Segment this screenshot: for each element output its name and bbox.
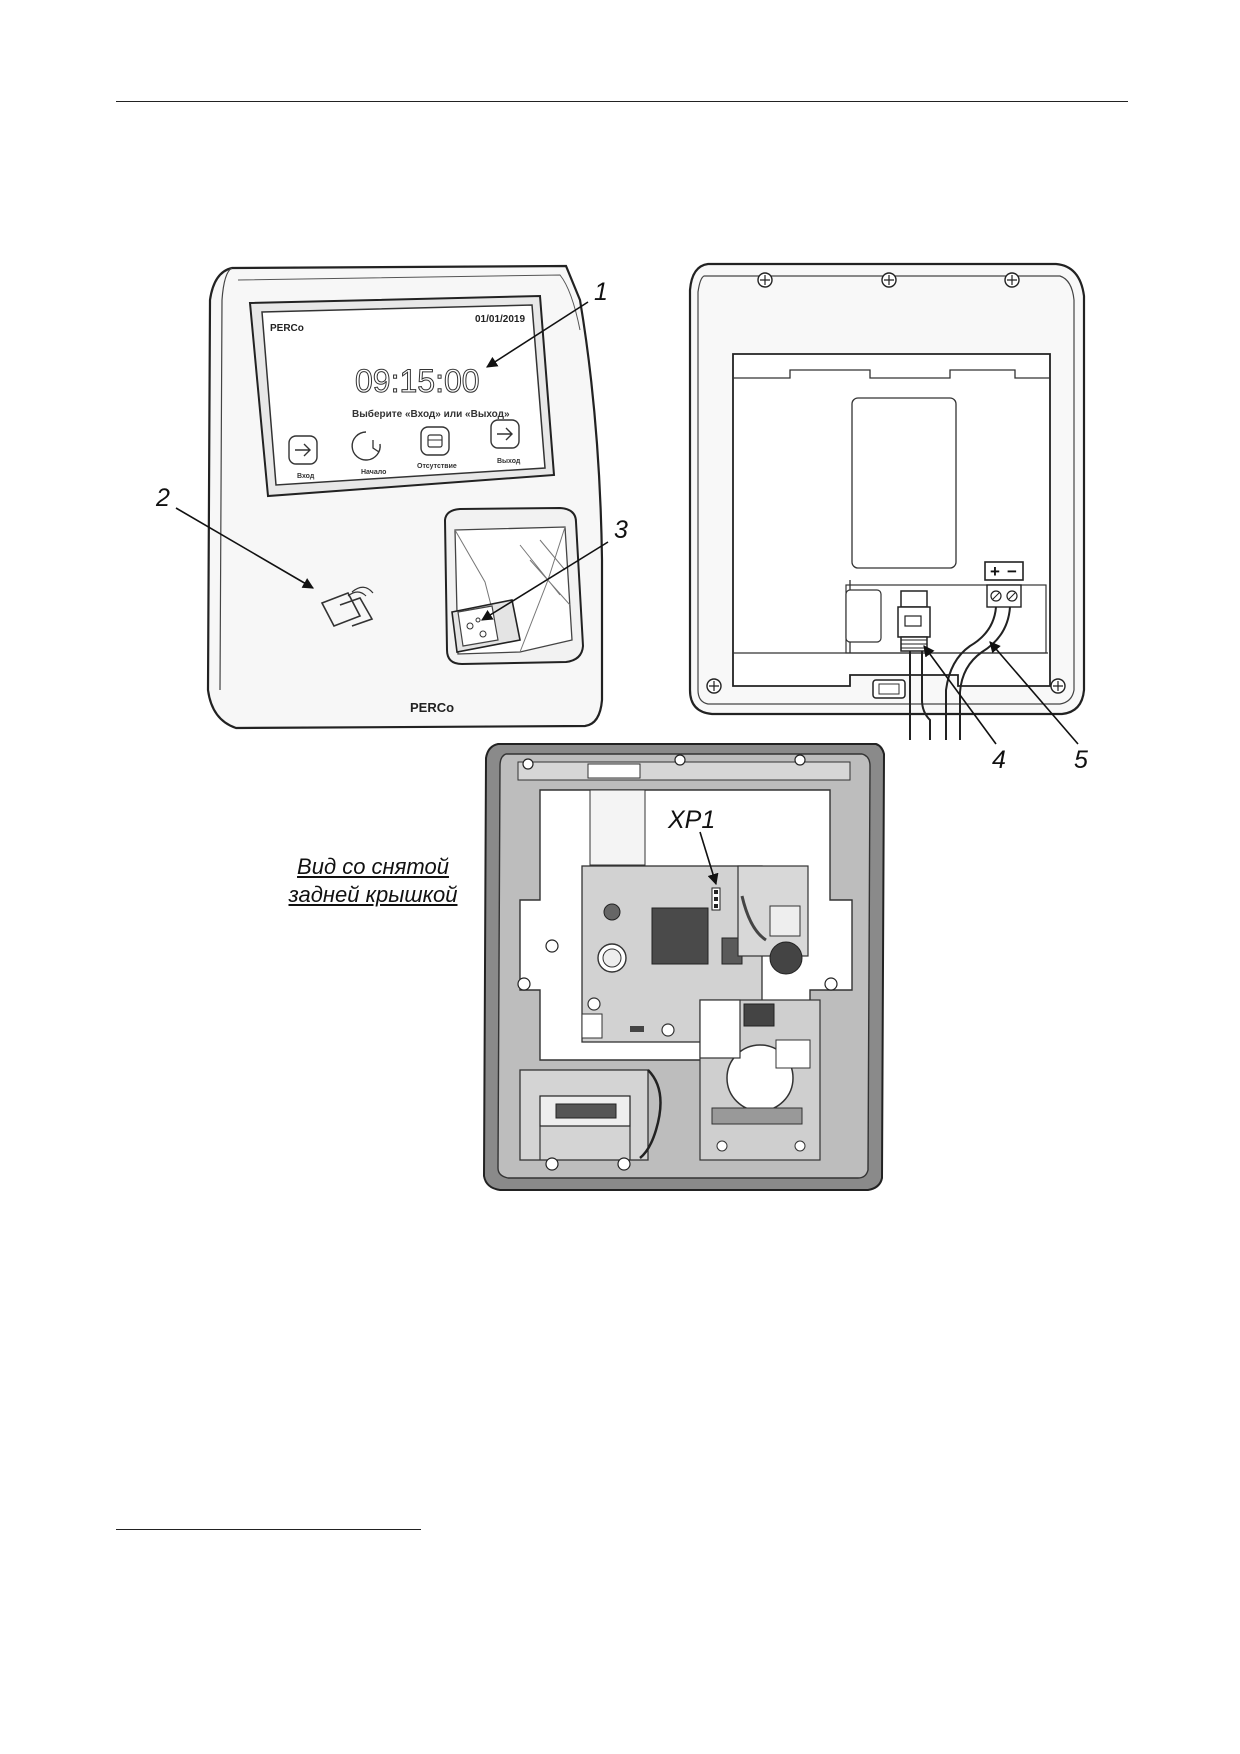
terminal-minus: − <box>1007 562 1017 581</box>
arrow-right-icon <box>497 427 513 441</box>
label-area <box>851 397 957 569</box>
screw-icon <box>881 272 897 288</box>
screw-icon <box>545 1157 559 1171</box>
screw-icon <box>617 1157 631 1171</box>
card-reader-icon <box>320 586 374 628</box>
callout-1: 1 <box>486 278 608 368</box>
footnote-rule <box>116 1529 421 1530</box>
caption-line-2: задней крышкой <box>288 882 458 907</box>
screw-icon <box>522 758 534 770</box>
screw-icon <box>674 754 686 766</box>
power-terminal-block: + − <box>984 561 1024 608</box>
callout-4: 4 <box>923 645 1006 774</box>
screen-button-start: Начало <box>351 431 386 476</box>
screw-icon <box>757 272 773 288</box>
callout-label: 5 <box>1074 746 1088 774</box>
screw-icon <box>545 939 559 953</box>
screw-icon <box>517 977 531 991</box>
screen-button-label: Вход <box>297 473 315 480</box>
screw-icon <box>1004 272 1020 288</box>
back-view: + − <box>688 262 1086 740</box>
screen-button-absence: Отсутствие <box>417 426 457 470</box>
briefcase-icon <box>427 434 443 448</box>
screen-button-label: Выход <box>497 458 521 465</box>
screen-button-enter: Вход <box>288 435 318 480</box>
jumper-xp1 <box>711 887 721 911</box>
terminal-plus: + <box>990 562 1000 581</box>
screw-icon <box>706 678 722 694</box>
internal-view-caption: Вид со снятой задней крышкой <box>270 853 476 909</box>
screen-date: 01/01/2019 <box>475 314 525 325</box>
callout-label: 4 <box>992 746 1006 774</box>
screen-button-label: Начало <box>361 469 386 476</box>
arrow-right-icon <box>295 443 311 457</box>
body-brand: PERCo <box>410 700 454 715</box>
header-rule <box>116 101 1128 102</box>
callout-3: 3 <box>481 516 628 621</box>
history-icon <box>351 431 381 461</box>
screen-button-exit: Выход <box>490 419 521 465</box>
callout-label: XP1 <box>667 806 715 834</box>
screw-icon <box>824 977 838 991</box>
callout-5: 5 <box>989 641 1088 774</box>
screw-icon <box>1050 678 1066 694</box>
front-view: PERCo 01/01/2019 09:15:00 Выберите «Вход… <box>206 264 604 730</box>
screen-prompt: Выберите «Вход» или «Выход» <box>352 408 510 420</box>
callout-label: 2 <box>155 484 170 512</box>
screw-icon <box>794 754 806 766</box>
screen-clock: 09:15:00 <box>355 363 480 399</box>
callout-label: 3 <box>614 516 628 544</box>
screen-brand: PERCo <box>270 323 304 334</box>
touch-screen: PERCo 01/01/2019 09:15:00 Выберите «Вход… <box>261 304 546 486</box>
caption-line-1: Вид со снятой <box>297 854 449 879</box>
ethernet-connector <box>897 590 931 652</box>
fingerprint-scanner <box>443 506 585 666</box>
internal-view <box>482 743 886 1191</box>
callout-2: 2 <box>155 484 314 589</box>
callout-label: 1 <box>594 278 608 306</box>
screen-button-label: Отсутствие <box>417 463 457 470</box>
callout-xp1: XP1 <box>667 806 719 886</box>
